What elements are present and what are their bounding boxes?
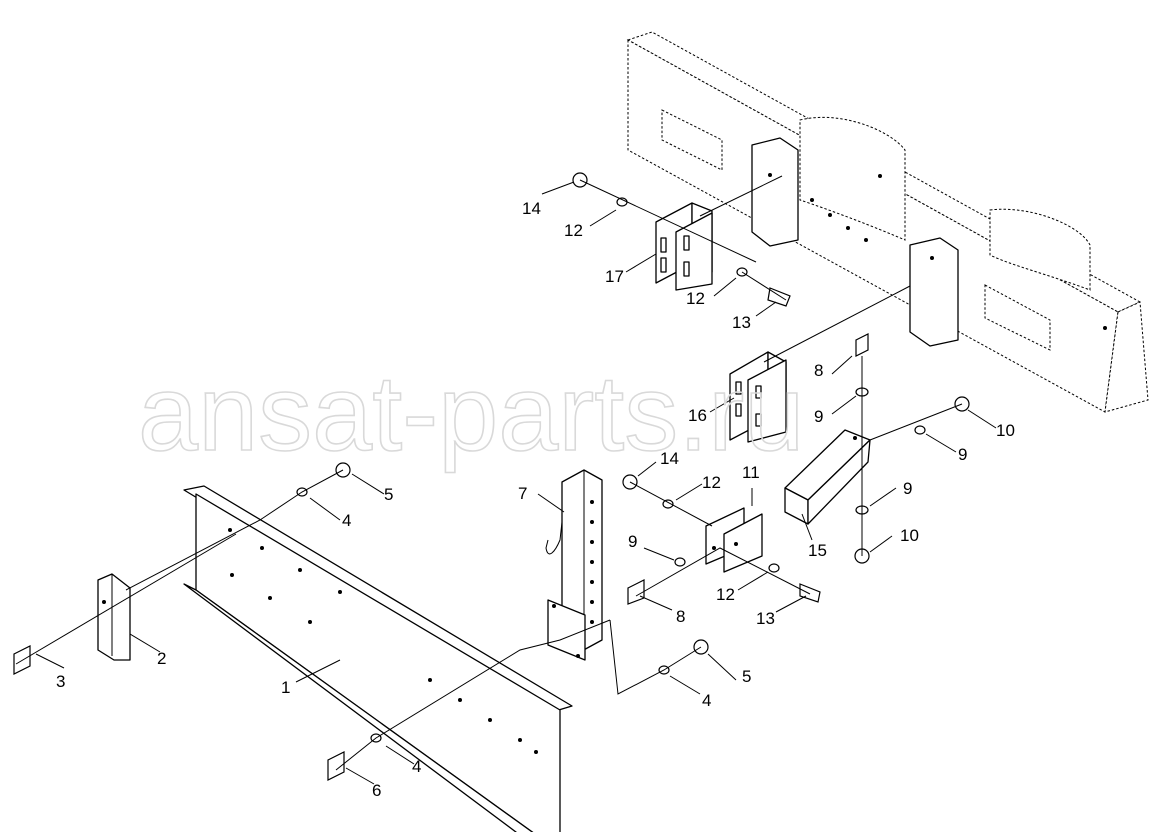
callout-5: 5	[742, 667, 751, 686]
bracket-17	[655, 202, 713, 291]
callout-12: 12	[564, 221, 583, 240]
callout-12: 12	[716, 585, 735, 604]
callout-4: 4	[342, 511, 351, 530]
frame-crossmember	[626, 31, 1149, 413]
callout-9: 9	[628, 532, 637, 551]
callout-15: 15	[808, 541, 827, 560]
callout-13: 13	[756, 609, 775, 628]
callout-9: 9	[814, 407, 823, 426]
callout-9: 9	[903, 479, 912, 498]
callout-4: 4	[412, 757, 421, 776]
post-7	[545, 469, 603, 661]
callout-6: 6	[372, 781, 381, 800]
callout-5: 5	[384, 485, 393, 504]
watermark-text: ansat-parts.ru	[138, 352, 804, 473]
support-15	[784, 429, 871, 525]
callout-13: 13	[732, 313, 751, 332]
callout-4: 4	[702, 691, 711, 710]
callouts: 1 2 3 4 4 4 5 5 6 7 8 8 9 9 9 9 10 10 11…	[56, 199, 1015, 800]
bracket-11	[705, 507, 763, 573]
leader-lines	[15, 175, 997, 785]
callout-8: 8	[814, 361, 823, 380]
spacer-block-2	[97, 573, 131, 661]
bracket-16	[729, 351, 787, 443]
callout-9: 9	[958, 445, 967, 464]
callout-1: 1	[281, 678, 290, 697]
callout-14: 14	[660, 449, 679, 468]
callout-2: 2	[157, 649, 166, 668]
callout-3: 3	[56, 672, 65, 691]
callout-12: 12	[686, 289, 705, 308]
callout-17: 17	[605, 267, 624, 286]
callout-11: 11	[742, 463, 760, 482]
fasteners	[13, 172, 970, 781]
callout-8: 8	[676, 607, 685, 626]
callout-7: 7	[518, 484, 527, 503]
callout-16: 16	[688, 406, 707, 425]
channel-1	[183, 485, 573, 832]
callout-10: 10	[900, 526, 919, 545]
callout-14: 14	[522, 199, 541, 218]
callout-12: 12	[702, 473, 721, 492]
callout-10: 10	[996, 421, 1015, 440]
